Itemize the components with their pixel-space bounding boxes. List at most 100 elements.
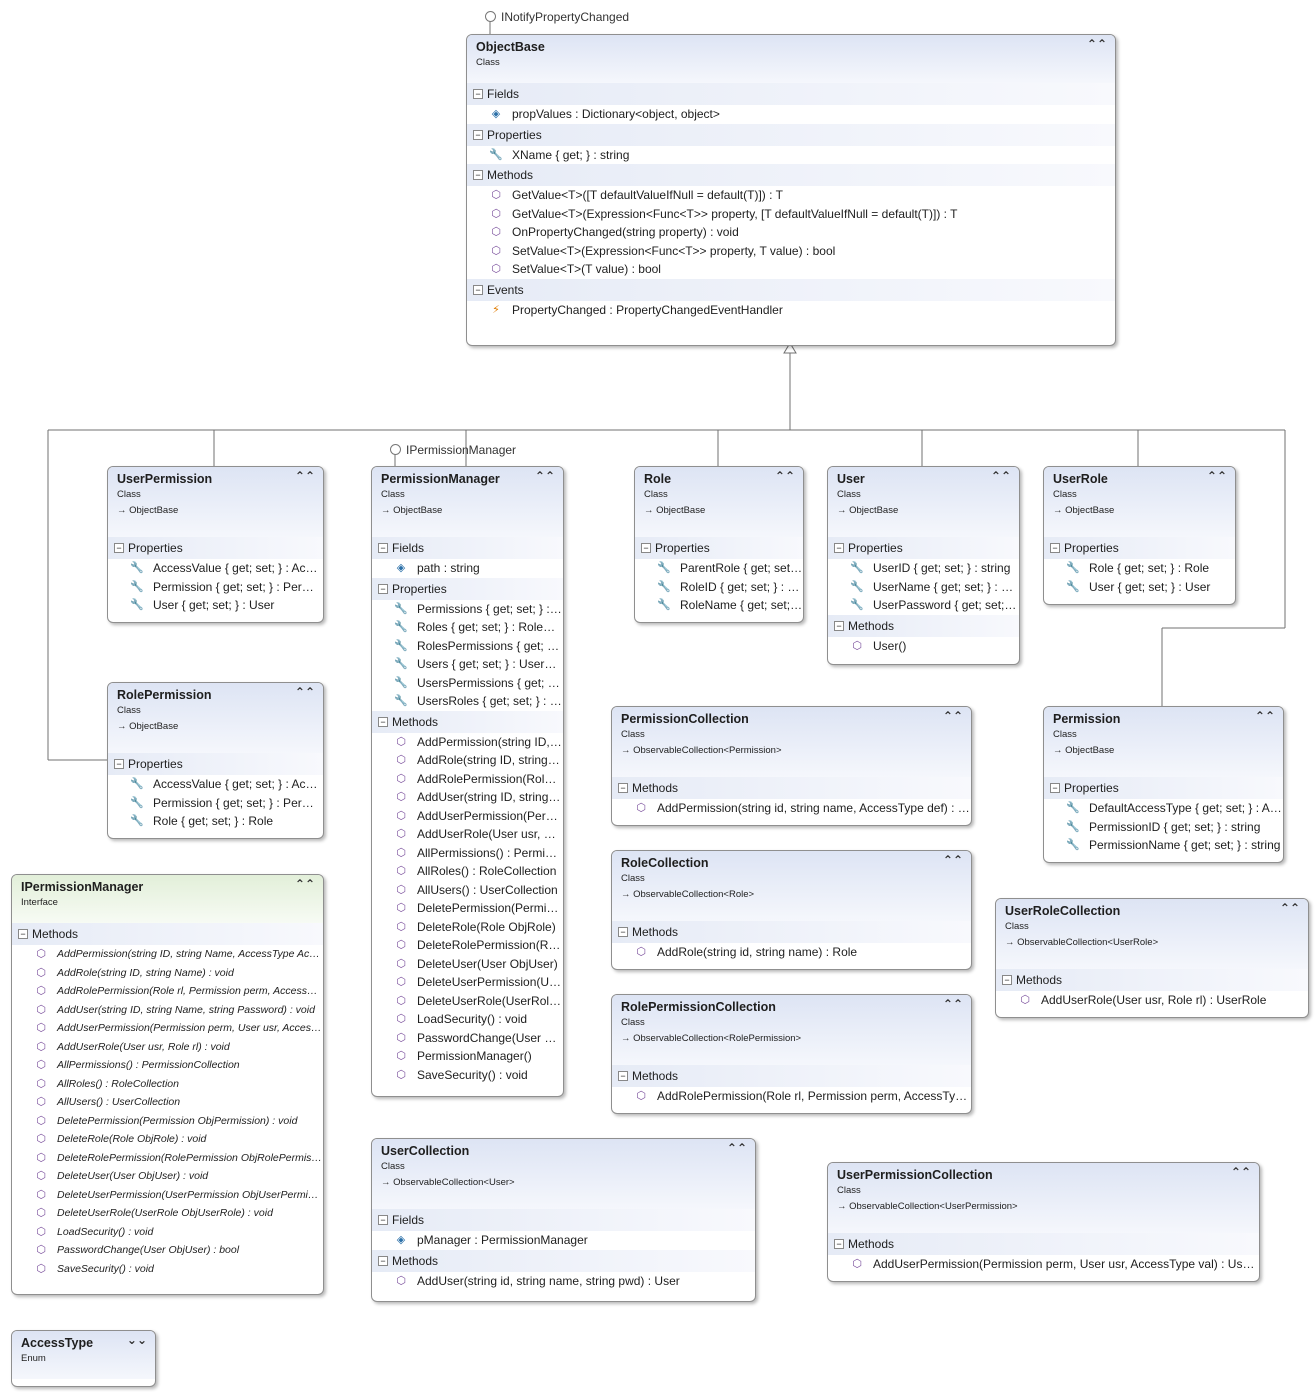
section-header-methods[interactable]: Methods (828, 1233, 1259, 1255)
member-method[interactable]: ⬡AddUser(string id, string name, string … (372, 1272, 755, 1291)
member-method[interactable]: ⬡DeleteUserPermission(UserPermission Obj… (12, 1186, 323, 1205)
section-header-methods[interactable]: Methods (996, 969, 1308, 991)
section-header-properties[interactable]: Properties (635, 537, 803, 559)
collapse-chevron-icon[interactable]: ⌃⌃ (1254, 709, 1275, 723)
member-method[interactable]: ⬡AllUsers() : UserCollection (12, 1093, 323, 1112)
member-method[interactable]: ⬡PermissionManager() (372, 1047, 563, 1066)
member-property[interactable]: 🔧UserName { get; set; } : string (828, 578, 1019, 597)
section-header-properties[interactable]: Properties (108, 537, 323, 559)
member-property[interactable]: 🔧UsersRoles { get; set; } : UserRoleColl… (372, 692, 563, 711)
section-header-properties[interactable]: Properties (828, 537, 1019, 559)
section-header-properties[interactable]: Properties (1044, 537, 1235, 559)
member-method[interactable]: ⬡AddRole(string ID, string Name) (372, 751, 563, 770)
member-method[interactable]: ⬡SaveSecurity() : void (12, 1260, 323, 1279)
member-property[interactable]: 🔧RoleID { get; set; } : string (635, 578, 803, 597)
member-method[interactable]: ⬡AddUserPermission(Permission perm, User… (372, 807, 563, 826)
section-header-methods[interactable]: Methods (612, 921, 971, 943)
member-method[interactable]: ⬡DeleteRole(Role ObjRole) (372, 918, 563, 937)
section-header-properties[interactable]: Properties (1044, 777, 1283, 799)
member-property[interactable]: 🔧Role { get; set; } : Role (1044, 559, 1235, 578)
member-method[interactable]: ⬡DeletePermission(Permission ObjPermissi… (12, 1112, 323, 1131)
member-method[interactable]: ⬡AddUserPermission(Permission perm, User… (12, 1019, 323, 1038)
member-property[interactable]: 🔧UserID { get; set; } : string (828, 559, 1019, 578)
member-method[interactable]: ⬡PasswordChange(User ObjUser) : bool (12, 1241, 323, 1260)
member-property[interactable]: 🔧Permissions { get; set; } : PermissionC… (372, 600, 563, 619)
collapse-chevron-icon[interactable]: ⌃⌃ (990, 469, 1011, 483)
member-method[interactable]: ⬡AllRoles() : RoleCollection (372, 862, 563, 881)
member-method[interactable]: ⬡DeleteUserPermission(UserPermission Obj… (372, 973, 563, 992)
collapse-chevron-icon[interactable]: ⌃⌃ (1230, 1165, 1251, 1179)
member-property[interactable]: 🔧Roles { get; set; } : RoleCollection (372, 618, 563, 637)
section-header-methods[interactable]: Methods (612, 777, 971, 799)
collapse-chevron-icon[interactable]: ⌃⌃ (294, 469, 315, 483)
collapse-chevron-icon[interactable]: ⌃⌃ (942, 853, 963, 867)
class-box-ipermissionmanager[interactable]: IPermissionManagerInterface⌃⌃Methods⬡Add… (11, 874, 324, 1295)
member-method[interactable]: ⬡AllRoles() : RoleCollection (12, 1075, 323, 1094)
collapse-chevron-icon[interactable]: ⌃⌃ (726, 1141, 747, 1155)
member-method[interactable]: ⬡AddPermission(string id, string name, A… (612, 799, 971, 818)
section-header-fields[interactable]: Fields (372, 1209, 755, 1231)
member-method[interactable]: ⬡AddUserRole(User usr, Role rl) : UserRo… (996, 991, 1308, 1010)
collapse-chevron-icon[interactable]: ⌃⌃ (942, 709, 963, 723)
member-method[interactable]: ⬡SetValue<T>(Expression<Func<T>> propert… (467, 242, 1115, 261)
collapse-chevron-icon[interactable]: ⌃⌃ (774, 469, 795, 483)
member-method[interactable]: ⬡AddPermission(string ID, string Name, A… (12, 945, 323, 964)
member-method[interactable]: ⬡DeleteUser(User ObjUser) : void (12, 1167, 323, 1186)
collapse-chevron-icon[interactable]: ⌃⌃ (942, 997, 963, 1011)
collapse-chevron-icon[interactable]: ⌃⌃ (1206, 469, 1227, 483)
member-property[interactable]: 🔧PermissionName { get; set; } : string (1044, 836, 1283, 855)
member-method[interactable]: ⬡DeleteUser(User ObjUser) (372, 955, 563, 974)
member-method[interactable]: ⬡DeleteUserRole(UserRole ObjUserRole) (372, 992, 563, 1011)
member-method[interactable]: ⬡DeleteRole(Role ObjRole) : void (12, 1130, 323, 1149)
member-method[interactable]: ⬡User() (828, 637, 1019, 656)
member-method[interactable]: ⬡AddUserRole(User usr, Role rl) (372, 825, 563, 844)
collapse-chevron-icon[interactable]: ⌃⌃ (294, 685, 315, 699)
member-method[interactable]: ⬡LoadSecurity() : void (372, 1010, 563, 1029)
member-property[interactable]: 🔧User { get; set; } : User (108, 596, 323, 615)
member-property[interactable]: 🔧Permission { get; set; } : Permission (108, 578, 323, 597)
member-event[interactable]: ⚡PropertyChanged : PropertyChangedEventH… (467, 301, 1115, 320)
member-property[interactable]: 🔧AccessValue { get; set; } : AccessType (108, 559, 323, 578)
member-method[interactable]: ⬡AddRole(string id, string name) : Role (612, 943, 971, 962)
member-property[interactable]: 🔧Role { get; set; } : Role (108, 812, 323, 831)
member-method[interactable]: ⬡AddPermission(string ID, string Name, A… (372, 733, 563, 752)
member-field[interactable]: ◈path : string (372, 559, 563, 578)
member-method[interactable]: ⬡AddUserRole(User usr, Role rl) : void (12, 1038, 323, 1057)
member-property[interactable]: 🔧PermissionID { get; set; } : string (1044, 818, 1283, 837)
section-header-properties[interactable]: Properties (372, 577, 563, 600)
section-header-fields[interactable]: Fields (467, 83, 1115, 105)
member-method[interactable]: ⬡AllUsers() : UserCollection (372, 881, 563, 900)
member-method[interactable]: ⬡DeleteRolePermission(RolePermission Obj… (12, 1149, 323, 1168)
section-header-methods[interactable]: Methods (372, 1249, 755, 1272)
member-property[interactable]: 🔧DefaultAccessType { get; set; } : Acces… (1044, 799, 1283, 818)
member-property[interactable]: 🔧ParentRole { get; set; } : Role (635, 559, 803, 578)
member-method[interactable]: ⬡AddUserPermission(Permission perm, User… (828, 1255, 1259, 1274)
member-field[interactable]: ◈pManager : PermissionManager (372, 1231, 755, 1250)
section-header-methods[interactable]: Methods (828, 614, 1019, 637)
member-method[interactable]: ⬡AddRolePermission(Role rl, Permission p… (12, 982, 323, 1001)
member-property[interactable]: 🔧AccessValue { get; set; } : AccessType (108, 775, 323, 794)
member-method[interactable]: ⬡SetValue<T>(T value) : bool (467, 260, 1115, 279)
section-header-methods[interactable]: Methods (12, 923, 323, 945)
section-header-events[interactable]: Events (467, 278, 1115, 301)
section-header-properties[interactable]: Properties (108, 753, 323, 775)
member-method[interactable]: ⬡LoadSecurity() : void (12, 1223, 323, 1242)
